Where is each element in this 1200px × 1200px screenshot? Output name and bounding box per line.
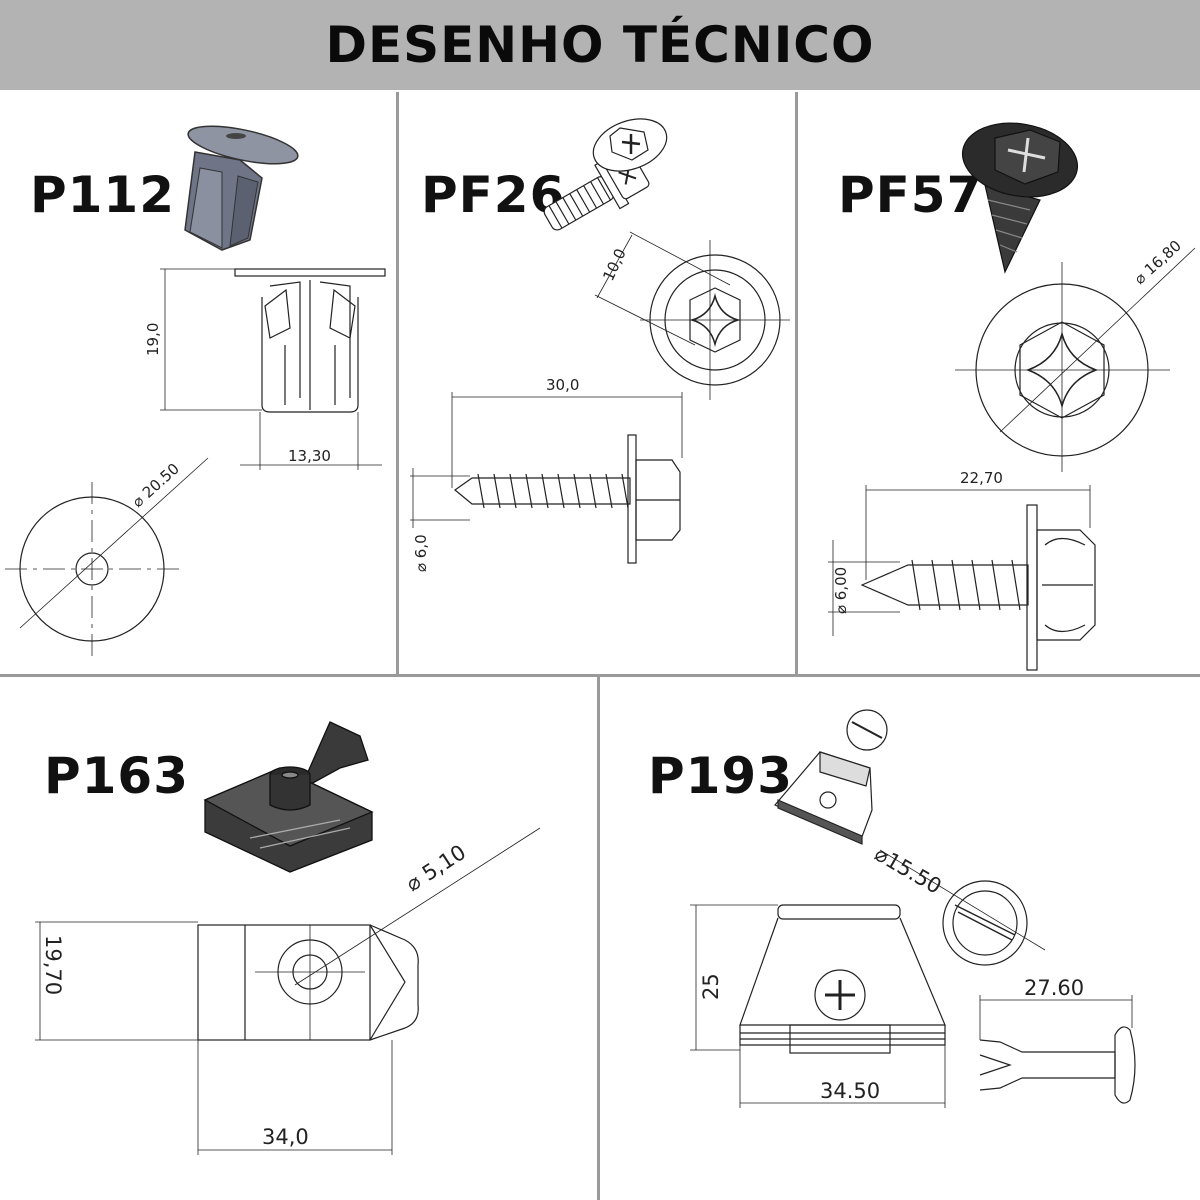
pf57-dim-diameter: ⌀ 6,00 [832, 567, 850, 614]
pf26-dim-diameter: ⌀ 6,0 [412, 534, 430, 572]
p193-dim-width: 34.50 [820, 1079, 880, 1103]
part-code: P163 [44, 747, 190, 805]
p193-drawing: 25 34.50 ⌀15.50 27.60 [690, 709, 1136, 1108]
p163-dim-hole: ⌀ 5,10 [402, 840, 471, 896]
pf26-dim-length: 30,0 [546, 376, 579, 394]
page-title: DESENHO TÉCNICO [325, 16, 875, 74]
p163-render [203, 721, 374, 873]
panel-pf26: PF26 10,0 [399, 92, 795, 674]
pf57-dim-length: 22,70 [960, 469, 1003, 487]
part-code: P193 [648, 747, 794, 805]
pf57-head-view [955, 247, 1196, 472]
pf26-render [543, 118, 668, 231]
p193-side-view [690, 904, 946, 1108]
p193-dim-pin: 27.60 [1024, 976, 1084, 1000]
pf57-render [961, 122, 1079, 274]
part-code: PF57 [838, 166, 983, 224]
divider-bottom [597, 677, 600, 1200]
divider-horizontal [0, 674, 1200, 677]
panel-p112: P112 19,0 13 [0, 92, 396, 674]
pf26-drawing: 10,0 30,0 ⌀ 6,0 [410, 118, 790, 572]
p193-render [774, 709, 888, 845]
p163-dim-width: 34,0 [262, 1125, 309, 1149]
p163-dim-height: 19,70 [41, 935, 65, 995]
p112-side-view [160, 268, 386, 470]
p112-drawing: 19,0 13,30 ⌀ 20.50 [5, 125, 386, 656]
pf26-head-view [594, 231, 790, 400]
pf57-side-view [828, 485, 1096, 671]
p112-dim-diameter: ⌀ 20.50 [129, 460, 183, 511]
pf57-dim-head: ⌀ 16,80 [1131, 237, 1185, 288]
pf26-dim-head: 10,0 [599, 246, 629, 284]
p112-dim-height: 19,0 [144, 323, 162, 356]
divider-top-1 [396, 92, 399, 674]
p193-dim-height: 25 [699, 973, 723, 1000]
pf57-drawing: ⌀ 16,80 22,70 ⌀ 6,00 [828, 122, 1196, 671]
p193-pin-view [979, 995, 1136, 1104]
p112-top-view [5, 457, 209, 656]
panel-pf57: PF57 ⌀ 16,80 [798, 92, 1200, 674]
p163-top-view [35, 827, 541, 1155]
panel-p163: P163 [0, 677, 597, 1200]
p112-render [184, 125, 299, 251]
p163-drawing: ⌀ 5,10 19,70 34,0 [35, 721, 541, 1155]
p193-cap-view [879, 849, 1046, 966]
page-header: DESENHO TÉCNICO [0, 0, 1200, 90]
part-code: PF26 [421, 166, 566, 224]
p112-dim-width: 13,30 [288, 447, 331, 465]
divider-top-2 [795, 92, 798, 674]
panel-p193: P193 25 34.50 [600, 677, 1200, 1200]
pf26-side-view [410, 392, 683, 564]
p193-dim-cap: ⌀15.50 [871, 842, 946, 899]
part-code: P112 [30, 166, 176, 224]
